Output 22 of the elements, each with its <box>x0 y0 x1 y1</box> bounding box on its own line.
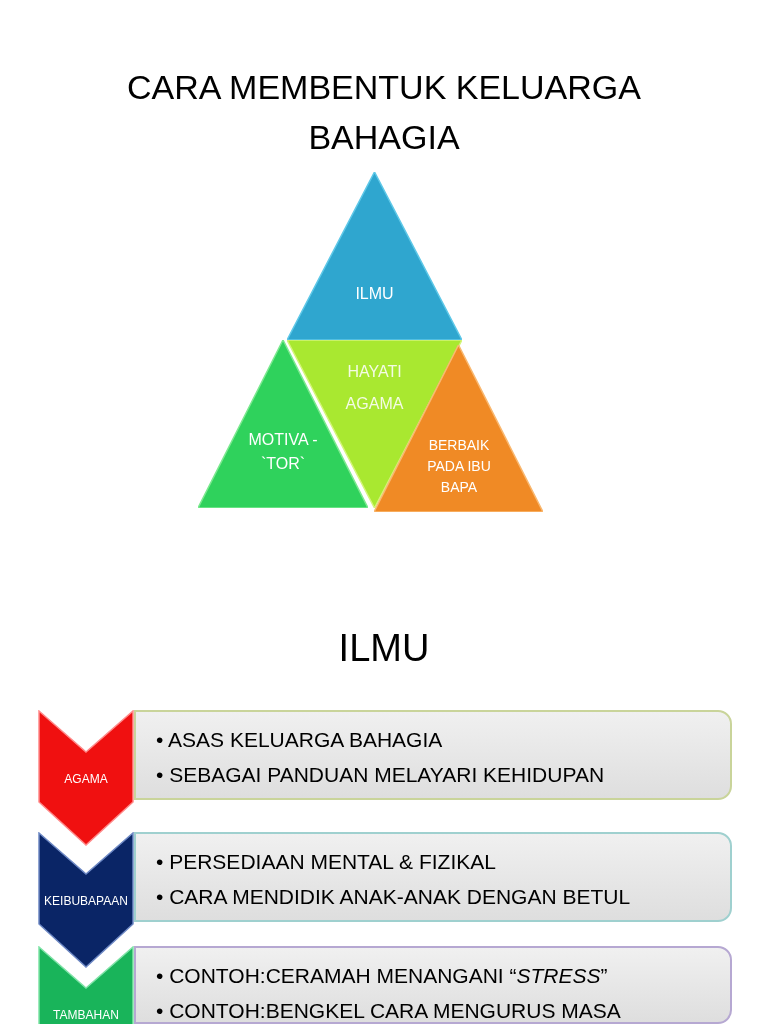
bullet-text: • SEBAGAI PANDUAN MELAYARI KEHIDUPAN <box>156 762 606 788</box>
bullet-text: • ASAS KELUARGA BAHAGIA <box>156 727 444 753</box>
title: CARA MEMBENTUK KELUARGA BAHAGIA <box>126 67 642 158</box>
content-panel <box>134 710 732 800</box>
chevron-label: AGAMA <box>63 771 109 788</box>
triangle-shape <box>287 172 462 340</box>
chevron-label: TAMBAHAN <box>52 1007 120 1024</box>
chevron-label: KEIBUBAPAAN <box>43 893 129 910</box>
bullet-text: • CONTOH:BENGKEL CARA MENGURUS MASA <box>156 998 622 1024</box>
bullet-text: • CONTOH:CERAMAH MENANGANI “STRESS” <box>156 963 609 989</box>
chevron-shape <box>38 946 134 1024</box>
bullet-text: • PERSEDIAAN MENTAL & FIZIKAL <box>156 849 497 875</box>
triangle-label: MOTIVA -`TOR` <box>247 430 319 474</box>
triangle-label: BERBAIK PADA IBU BAPA <box>426 436 492 497</box>
bullet-text: • CARA MENDIDIK ANAK-ANAK DENGAN BETUL <box>156 884 632 910</box>
chevron-shape <box>38 832 134 968</box>
section-heading: ILMU <box>337 626 431 671</box>
content-panel <box>134 946 732 1024</box>
content-panel <box>134 832 732 922</box>
triangle-label: ILMU <box>354 284 395 304</box>
chevron-shape <box>38 710 134 846</box>
triangle-label: HAYATI AGAMA <box>344 362 405 414</box>
